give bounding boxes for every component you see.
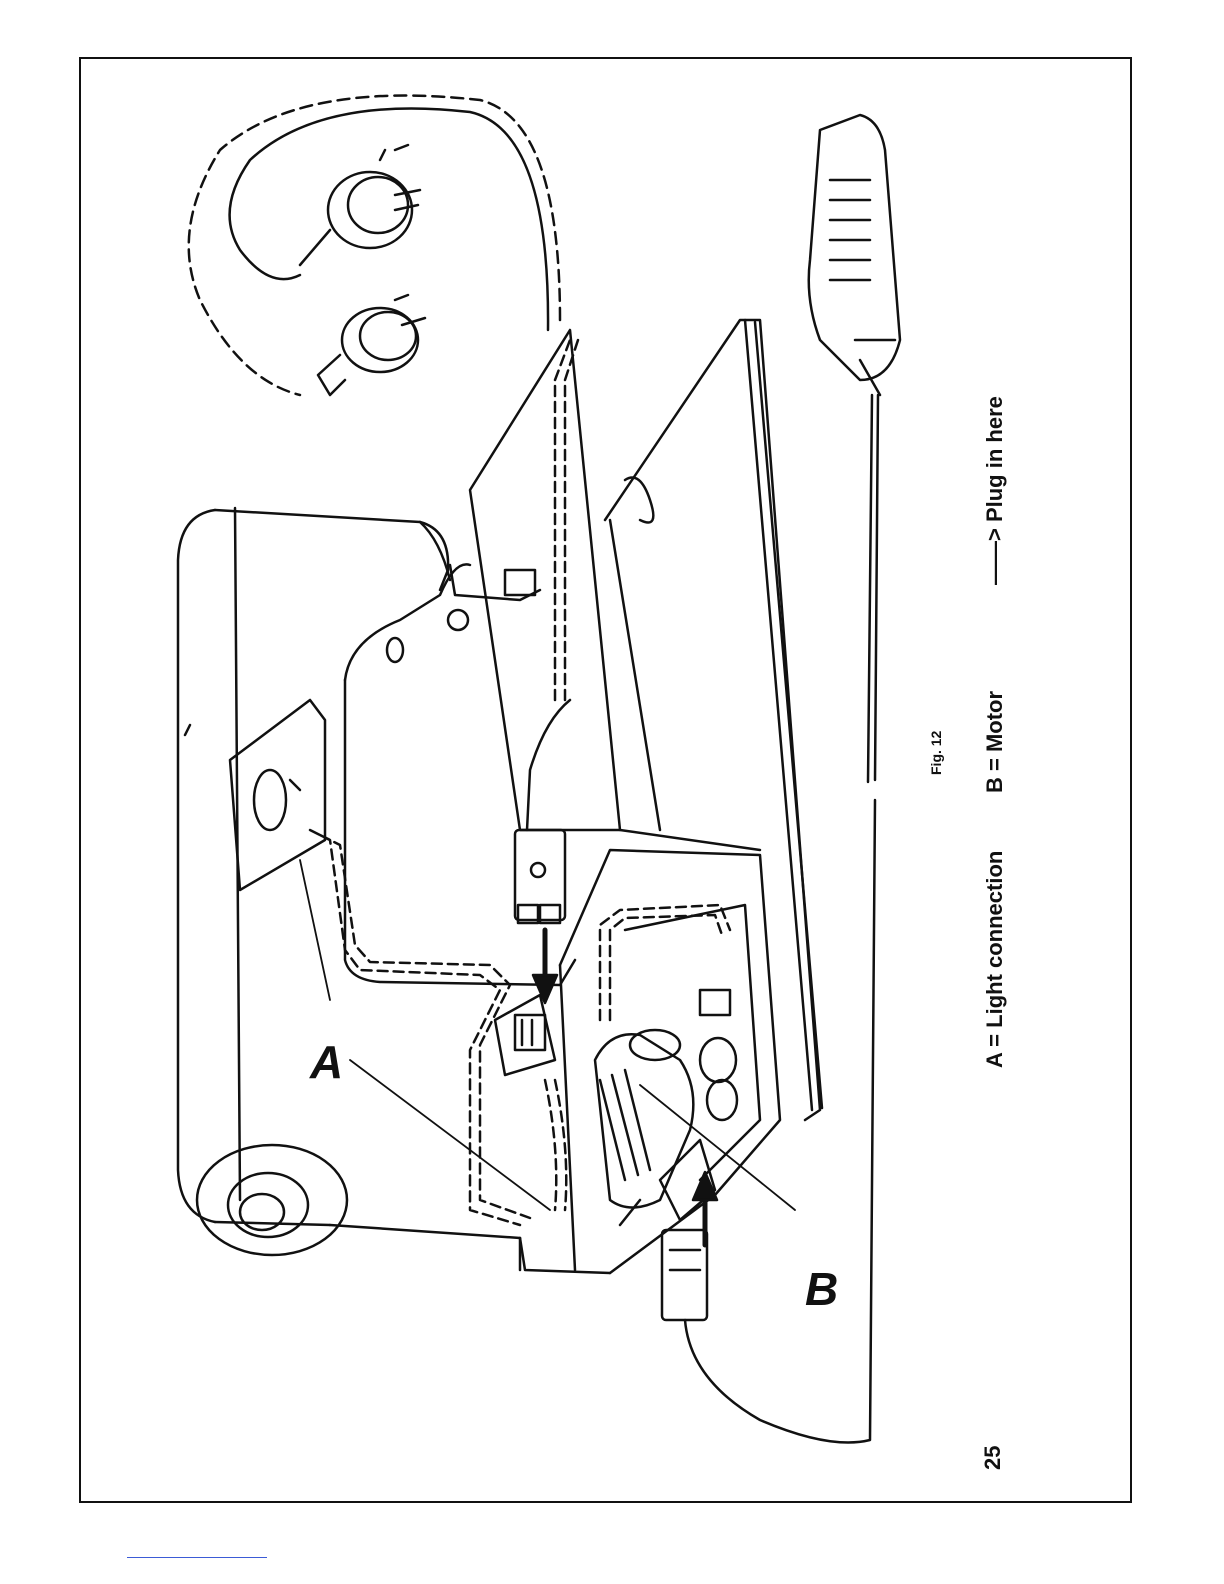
caption-plug-in-here: ——> Plug in here <box>982 396 1008 585</box>
label-b: B <box>805 1262 838 1316</box>
round-plug <box>318 295 425 395</box>
caption-motor: B = Motor <box>982 691 1008 793</box>
machine-head <box>178 508 610 1273</box>
page-number: 25 <box>980 1446 1006 1470</box>
handwheel <box>197 1145 347 1255</box>
lamp-plug <box>515 700 570 923</box>
footer-link-rule[interactable] <box>127 1557 267 1558</box>
light-socket <box>495 995 555 1075</box>
motor <box>595 990 737 1225</box>
foot-pedal <box>809 115 900 782</box>
label-a: A <box>310 1035 343 1089</box>
motor-base <box>560 850 780 1273</box>
motor-plug <box>662 800 875 1443</box>
lamp-housing <box>230 700 325 890</box>
machine-bed <box>470 320 822 1270</box>
figure-label: Fig. 12 <box>928 731 944 775</box>
arrow-to-socket <box>533 930 557 1003</box>
mains-cable <box>189 96 560 395</box>
internal-wiring <box>310 340 730 1225</box>
schuko-plug <box>300 145 420 265</box>
caption-light-connection: A = Light connection <box>982 851 1008 1068</box>
